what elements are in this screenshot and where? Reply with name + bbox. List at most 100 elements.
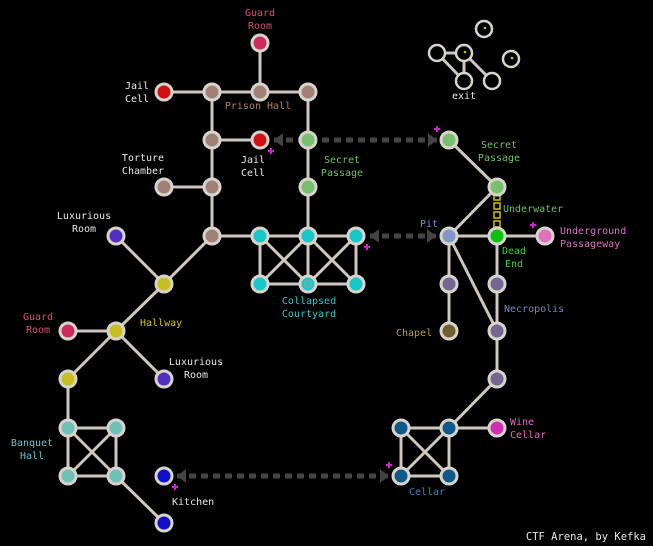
label-kitchen: Kitchen xyxy=(172,497,214,508)
label-exit: exit xyxy=(452,91,476,102)
room-node-n2[interactable] xyxy=(487,274,507,294)
corridor-edge xyxy=(114,474,166,525)
room-node-cl2[interactable] xyxy=(439,418,459,438)
room-node-ex2[interactable] xyxy=(427,43,447,63)
room-node-ex1[interactable] xyxy=(474,19,494,39)
jail-cell-left-label-line: Cell xyxy=(125,94,149,105)
room-node-ce[interactable] xyxy=(298,274,318,294)
room-node-up[interactable] xyxy=(535,226,555,246)
jail-cell-mid-label-line: Jail xyxy=(241,155,265,166)
room-node-bb[interactable] xyxy=(106,418,126,438)
jail-cell-left-label-line: Jail xyxy=(125,81,149,92)
room-node-hw2[interactable] xyxy=(106,321,126,341)
room-node-ba[interactable] xyxy=(58,418,78,438)
secret-passage-right-label-line: Secret xyxy=(481,140,517,151)
room-node-de[interactable] xyxy=(487,226,507,246)
luxurious-room-bottom-label-line: Luxurious xyxy=(169,357,223,368)
torture-chamber-label-line: Chamber xyxy=(122,166,164,177)
room-node-ca[interactable] xyxy=(250,226,270,246)
corridor-edge xyxy=(447,185,499,238)
room-node-sp1[interactable] xyxy=(298,130,318,150)
room-node-ex5[interactable] xyxy=(454,71,474,91)
room-node-hw3[interactable] xyxy=(58,369,78,389)
room-node-pit[interactable] xyxy=(439,226,459,246)
room-node-bd[interactable] xyxy=(106,466,126,486)
corridor-edge xyxy=(114,234,166,286)
room-node-lx1[interactable] xyxy=(106,226,126,246)
room-node-t1[interactable] xyxy=(202,130,222,150)
room-node-jl1[interactable] xyxy=(154,82,174,102)
label-underwater: Underwater xyxy=(503,204,563,215)
corridor-edge xyxy=(447,138,499,189)
link-arrowhead xyxy=(427,229,436,243)
room-node-n1[interactable] xyxy=(439,274,459,294)
room-node-cd[interactable] xyxy=(250,274,270,294)
room-node-jl2[interactable] xyxy=(250,130,270,150)
spawn-cross-marker xyxy=(364,244,370,250)
room-node-n4[interactable] xyxy=(487,369,507,389)
label-hallway: Hallway xyxy=(140,318,182,329)
room-node-k1[interactable] xyxy=(154,466,174,486)
corridor-edge xyxy=(66,329,118,381)
label-chapel: Chapel xyxy=(396,328,432,339)
corridor-edge xyxy=(447,235,499,332)
room-node-tc[interactable] xyxy=(154,177,174,197)
corridor-edge xyxy=(162,234,214,286)
room-node-ex4[interactable] xyxy=(501,49,521,69)
collapsed-courtyard-label-line: Courtyard xyxy=(282,309,336,320)
room-node-cb[interactable] xyxy=(298,226,318,246)
prison-hall-label-line: Prison Hall xyxy=(225,101,291,112)
torture-chamber-label-line: Torture xyxy=(122,153,164,164)
spawn-markers xyxy=(172,126,536,490)
room-node-gr2[interactable] xyxy=(58,321,78,341)
room-node-ph3[interactable] xyxy=(298,82,318,102)
spawn-cross-marker xyxy=(530,222,536,228)
jail-cell-mid-label-line: Cell xyxy=(241,168,265,179)
room-node-cl1[interactable] xyxy=(391,418,411,438)
room-node-lx2[interactable] xyxy=(154,369,174,389)
ladder-rung xyxy=(493,211,501,219)
room-node-cf[interactable] xyxy=(346,274,366,294)
room-node-cl3[interactable] xyxy=(391,466,411,486)
link-arrowhead xyxy=(274,133,283,147)
corridor-edge xyxy=(114,329,166,381)
room-node-n3[interactable] xyxy=(487,321,507,341)
kitchen-label-line: Kitchen xyxy=(172,497,214,508)
room-node-k2[interactable] xyxy=(154,513,174,533)
room-node-ph1[interactable] xyxy=(202,82,222,102)
link-arrowhead xyxy=(428,133,437,147)
spawn-cross-marker xyxy=(386,462,392,468)
room-node-t3[interactable] xyxy=(202,226,222,246)
room-node-ch[interactable] xyxy=(439,321,459,341)
room-node-wc[interactable] xyxy=(487,418,507,438)
room-node-ex3[interactable] xyxy=(454,43,474,63)
room-node-hw1[interactable] xyxy=(154,274,174,294)
room-node-ph2[interactable] xyxy=(250,82,270,102)
credit-text: CTF Arena, by Kefka xyxy=(526,531,646,543)
label-pit: Pit xyxy=(420,219,438,230)
link-arrowhead xyxy=(177,469,186,483)
guard-room-left-label-line: Guard xyxy=(23,312,53,323)
room-node-gr1[interactable] xyxy=(250,33,270,53)
dead-end-label-line: Dead xyxy=(502,246,526,257)
spawn-cross-marker xyxy=(172,484,178,490)
room-node-cl4[interactable] xyxy=(439,466,459,486)
room-node-t2[interactable] xyxy=(202,177,222,197)
room-node-cc[interactable] xyxy=(346,226,366,246)
room-node-bc[interactable] xyxy=(58,466,78,486)
room-node-sp2[interactable] xyxy=(298,177,318,197)
room-node-sr2[interactable] xyxy=(487,177,507,197)
secret-passage-right-label-line: Passage xyxy=(478,153,520,164)
room-node-ex6[interactable] xyxy=(482,71,502,91)
room-node-sr1[interactable] xyxy=(439,130,459,150)
